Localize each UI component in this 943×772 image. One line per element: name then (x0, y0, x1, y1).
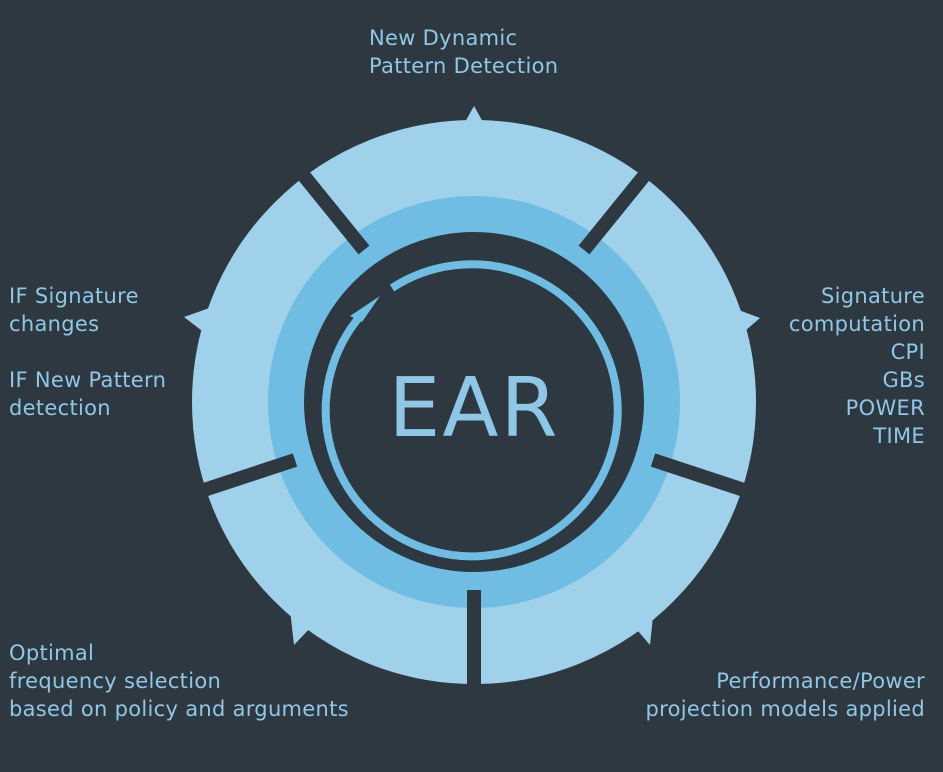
label-line: Pattern Detection (369, 54, 559, 78)
label-line: TIME (873, 424, 925, 448)
label-line: IF Signature (9, 284, 139, 308)
center-title: EAR (389, 361, 560, 456)
label-line: changes (9, 312, 100, 336)
label-line: GBs (882, 368, 925, 392)
stage-label-signature: Signature computation CPI GBs POWER TIME (789, 282, 925, 450)
label-line: POWER (845, 396, 925, 420)
stage-label-frequency: Optimal frequency selection based on pol… (9, 639, 349, 723)
cycle-arrow-head (350, 296, 380, 322)
label-line: frequency selection (9, 669, 222, 693)
separator-right (650, 453, 747, 497)
label-line: detection (9, 396, 111, 420)
pointer-bottom-left (288, 592, 332, 645)
cycle-arrow-path (321, 260, 622, 561)
segment-separators (201, 171, 747, 690)
label-line: Optimal (9, 641, 95, 665)
label-line: New Dynamic (369, 26, 518, 50)
stage-label-new-pattern: New Dynamic Pattern Detection (369, 24, 558, 80)
label-line: Performance/Power (716, 669, 925, 693)
label-line: Signature (820, 284, 925, 308)
pointer-bottom-right (614, 588, 656, 645)
label-line: based on policy and arguments (9, 697, 349, 721)
stage-label-projection: Performance/Power projection models appl… (645, 667, 925, 723)
stage-label-conditions: IF Signature changes IF New Pattern dete… (9, 282, 166, 422)
pointer-right (712, 300, 760, 356)
label-line: CPI (890, 340, 925, 364)
label-spacer (9, 338, 166, 366)
label-line: computation (788, 312, 925, 336)
separator-top-right (578, 171, 650, 255)
label-line: IF New Pattern (9, 368, 167, 392)
separator-left (201, 453, 298, 497)
pointer-left (184, 300, 236, 357)
label-line: projection models applied (645, 697, 925, 721)
separator-top-left (298, 171, 370, 255)
pointer-top (446, 106, 502, 156)
